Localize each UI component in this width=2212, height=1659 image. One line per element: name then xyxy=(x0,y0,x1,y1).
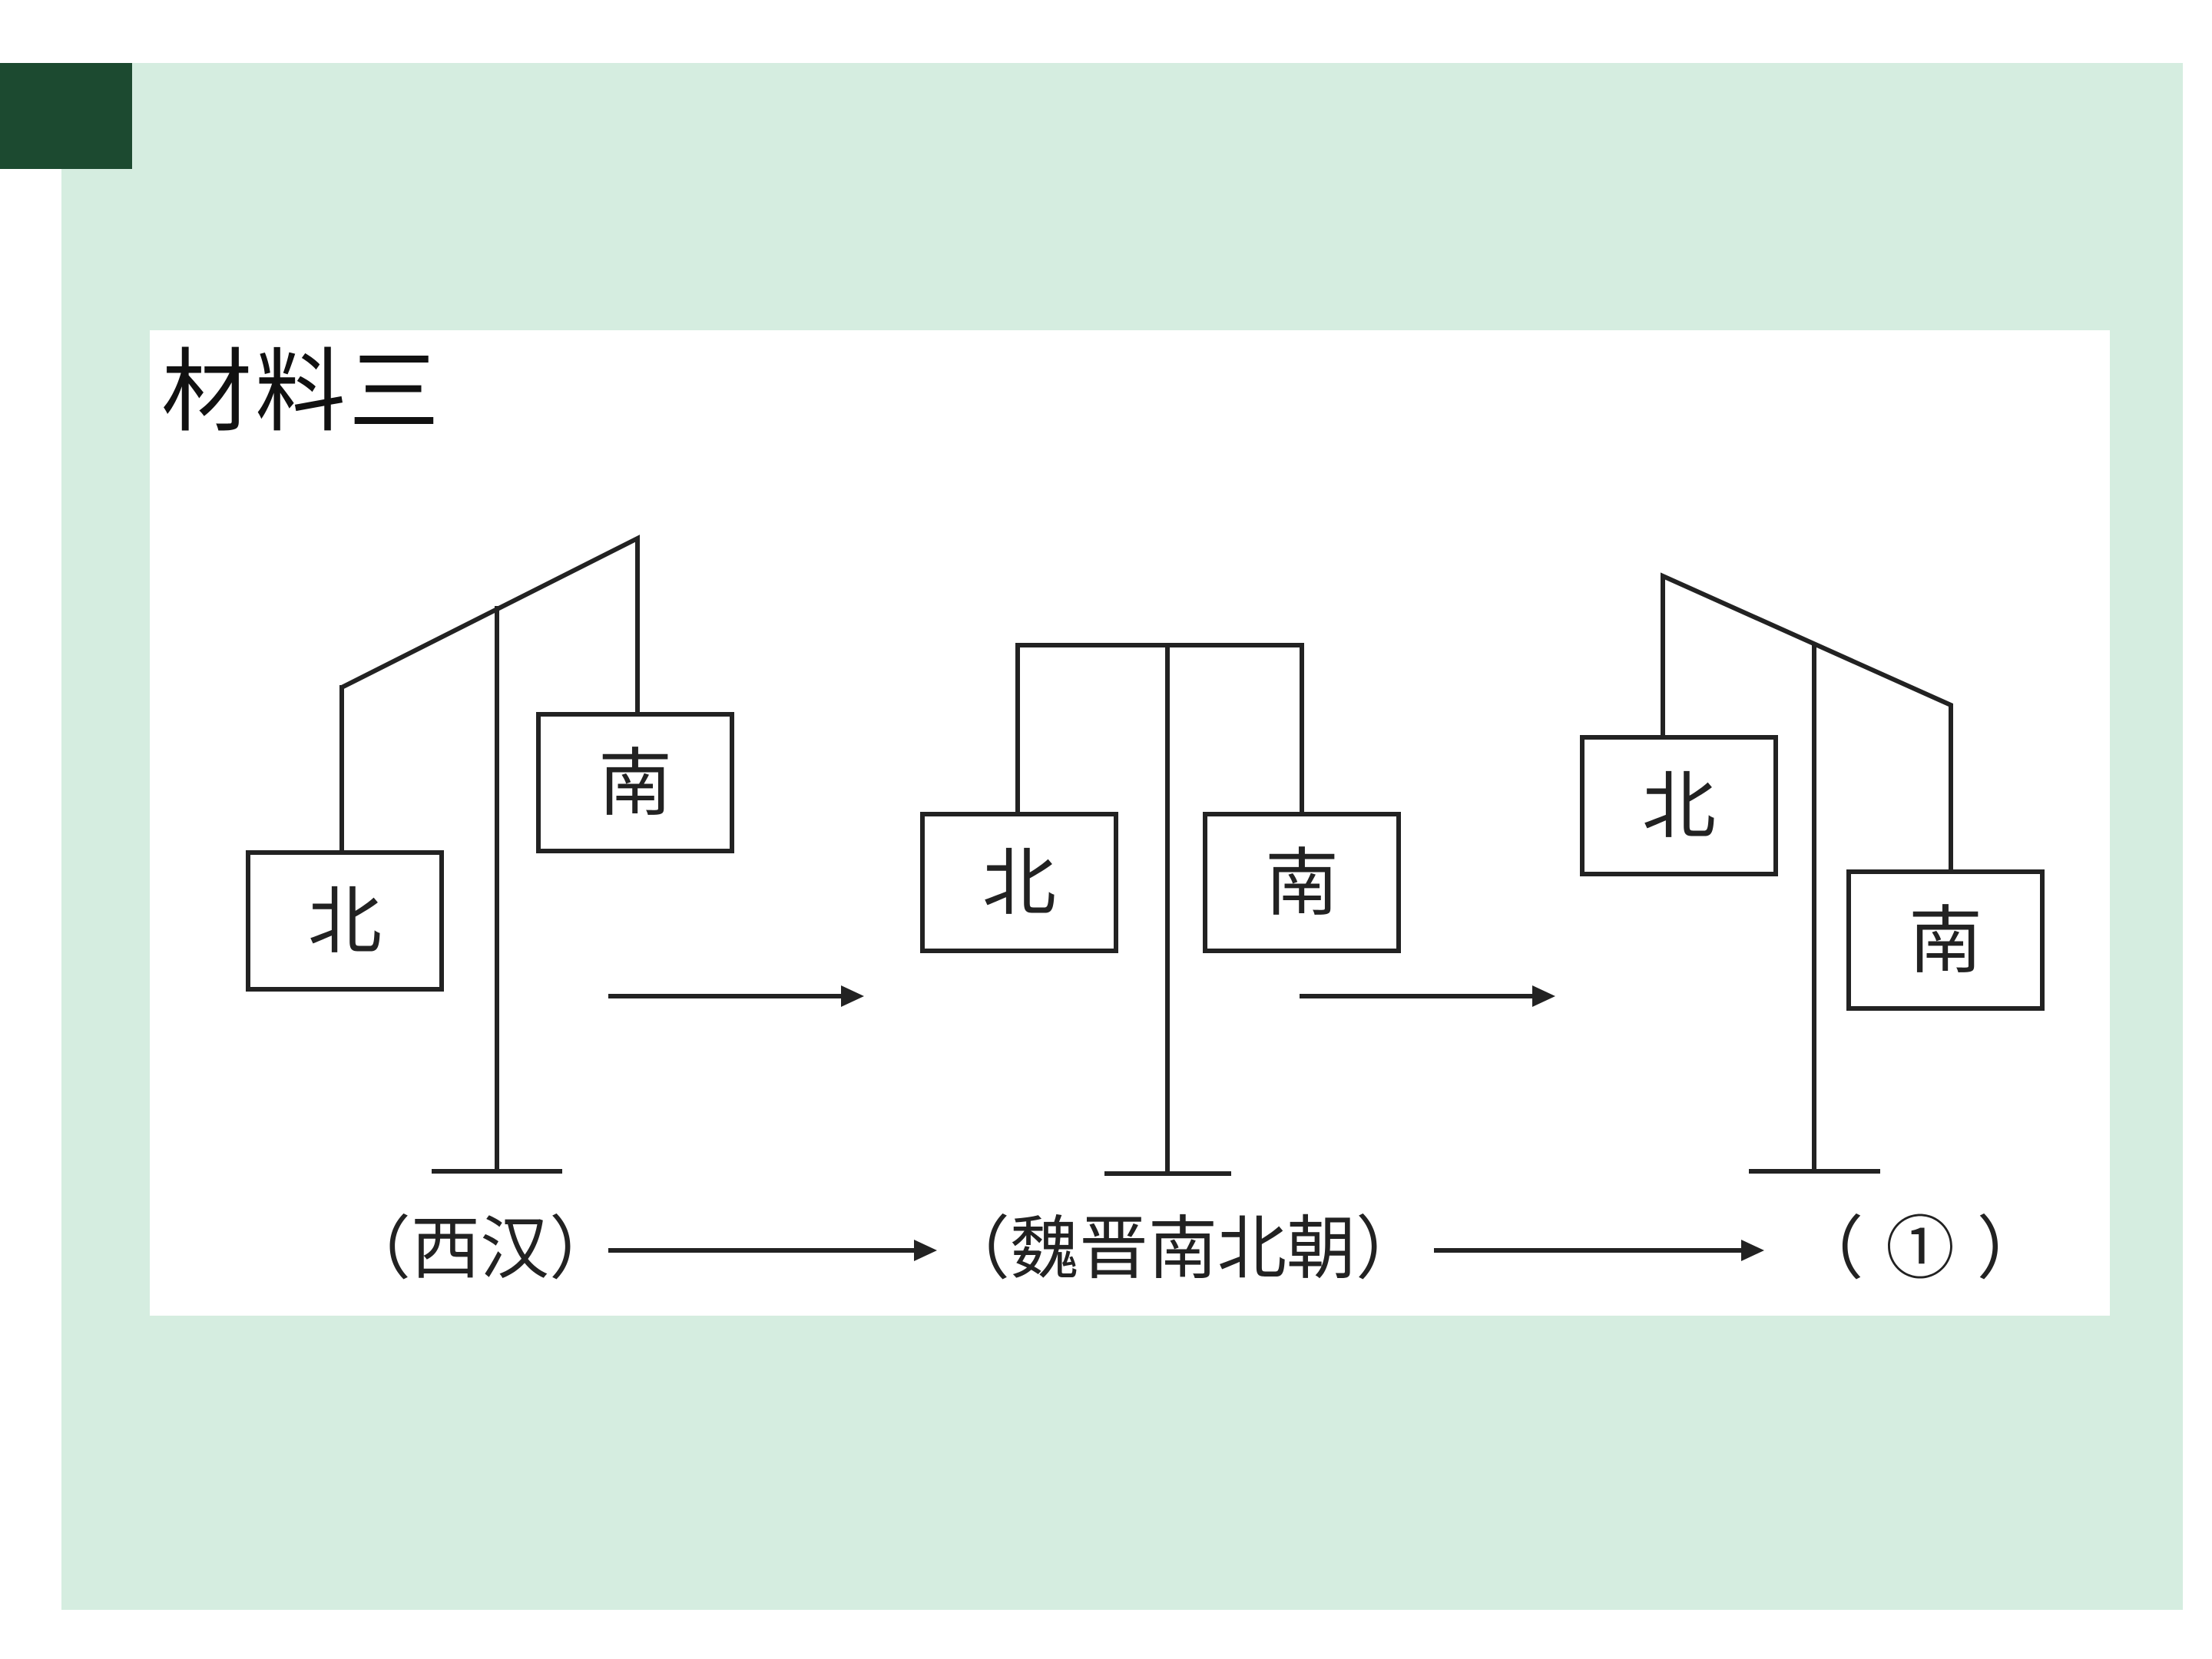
scale-3-south-box xyxy=(1846,869,2045,1011)
scale-2-beam xyxy=(1015,643,1304,816)
figure-card xyxy=(150,330,2110,1316)
timeline-label-wei-jin: （魏晋南北朝） xyxy=(941,1209,1425,1290)
timeline-label-western-han: （西汉） xyxy=(342,1209,618,1290)
scale-1-south-label: 南 xyxy=(598,740,672,826)
scale-3-south-label: 南 xyxy=(1909,898,1982,984)
scale-western-han xyxy=(246,535,734,1174)
scale-2-north-label: 北 xyxy=(982,840,1056,926)
scale-2-south-box xyxy=(1203,812,1401,953)
timeline-label-period-1: （ ① ） xyxy=(1794,1209,2045,1290)
timeline-arrowhead-1 xyxy=(914,1240,937,1261)
scale-3-north-box xyxy=(1580,735,1778,876)
scale-period-1 xyxy=(1580,572,2045,1174)
scale-1-north-box xyxy=(246,850,444,992)
scale-1-beam xyxy=(339,535,640,717)
scale-1-south-box xyxy=(536,712,734,853)
transition-arrowhead-1 xyxy=(841,985,864,1007)
corner-accent-block xyxy=(0,63,132,169)
material-title: 材料三 xyxy=(161,339,443,445)
scale-2-south-label: 南 xyxy=(1265,840,1339,926)
scale-3-beam xyxy=(1661,572,1953,874)
timeline-arrowhead-2 xyxy=(1741,1240,1764,1261)
scale-1-north-label: 北 xyxy=(308,879,382,965)
scale-2-north-box xyxy=(920,812,1118,953)
scale-wei-jin xyxy=(920,643,1401,1176)
scale-diagram: 北 南 北 南 北 南 （西汉） （魏晋南北朝） （ ① ） xyxy=(246,535,2046,1290)
transition-arrowhead-2 xyxy=(1532,985,1555,1007)
scale-3-north-label: 北 xyxy=(1642,763,1716,849)
